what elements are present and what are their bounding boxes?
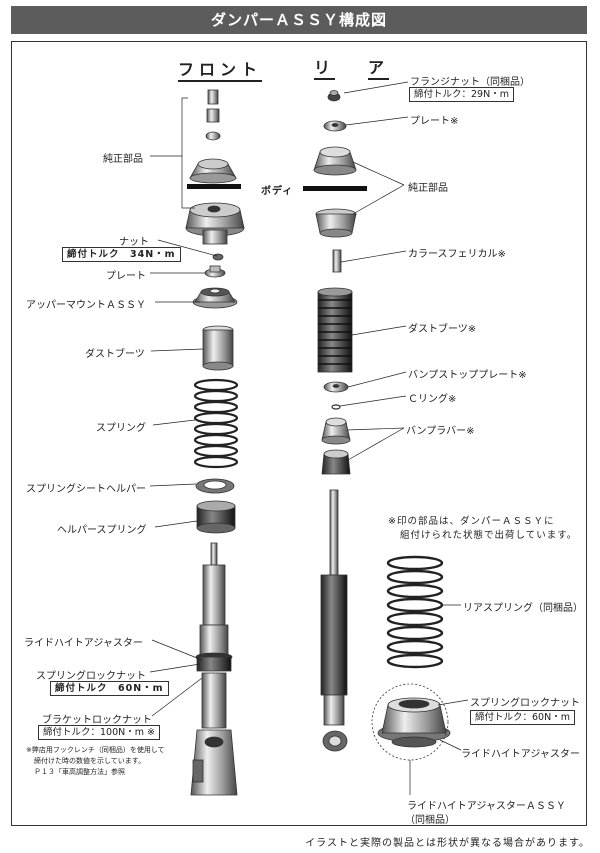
front-spring-lock-nut-label: スプリングロックナット [36, 671, 146, 682]
front-small-note-1: ※弊店用フックレンチ（同梱品）を使用して [26, 746, 165, 754]
rear-c-ring-icon [331, 404, 341, 410]
front-spring-label: スプリング [96, 423, 146, 434]
front-damper-body-icon [190, 542, 238, 796]
rear-header-1: リ [314, 54, 336, 80]
front-spring-seat-helper-icon [195, 478, 235, 494]
rear-bump-rubber-icon [321, 417, 351, 475]
front-ride-height-adjuster-label: ライドハイトアジャスター [24, 638, 143, 649]
rear-genuine-upper-icon [313, 146, 357, 176]
rear-flange-torque: 締付トルク：29N・m [409, 87, 514, 102]
rear-dust-boot-label: ダストブーツ※ [408, 324, 477, 335]
rear-note-1: ※印の部品は、ダンパーＡＳＳＹに [388, 516, 555, 527]
diagram-frame [11, 41, 587, 826]
rear-bump-rubber-label: バンプラバー※ [406, 426, 475, 437]
front-genuine-washer-icon [205, 131, 221, 141]
front-nut-label: ナット [119, 237, 149, 248]
rear-ride-height-adjuster-label: ライドハイトアジャスター [461, 749, 580, 760]
front-genuine-parts-label: 純正部品 [103, 154, 143, 165]
front-bracket-lock-nut-label: ブラケットロックナット [42, 715, 152, 726]
rear-genuine-lower-icon [315, 208, 357, 238]
rear-flange-nut-icon [327, 90, 341, 102]
front-genuine-mount-icon [189, 158, 237, 184]
footer-disclaimer: イラストと実際の製品とは形状が異なる場合があります。 [305, 838, 590, 849]
front-header: フロント [178, 56, 263, 82]
front-helper-spring-icon [196, 500, 236, 534]
front-plate-label: プレート [106, 271, 146, 282]
front-genuine-collar-icon [206, 108, 220, 123]
front-upper-mount-label: アッパーマウントＡＳＳＹ [26, 300, 146, 311]
rear-stack [303, 90, 367, 752]
front-bracket-torque: 締付トルク：100N・m ※ [38, 725, 160, 740]
rear-bump-stop-plate-icon [323, 381, 349, 393]
rear-bump-stop-plate-label: バンプストッププレート※ [408, 370, 527, 381]
page-title: ダンパーＡＳＳＹ構成図 [11, 6, 587, 34]
leader-lines [149, 81, 469, 795]
rear-spring-lock-nut-label: スプリングロックナット [470, 698, 580, 709]
rear-collar-icon [332, 249, 342, 273]
front-plate-icon [204, 265, 226, 278]
front-dust-boot-label: ダストブーツ [85, 349, 145, 360]
front-upper-mount-icon [192, 287, 238, 309]
front-helper-spring-label: ヘルパースプリング [57, 525, 147, 536]
rear-c-ring-label: Ｃリング※ [408, 394, 457, 405]
front-small-note-2: 締付けた時の数値を示しています。 [34, 757, 146, 765]
rear-spring-icon [386, 555, 444, 669]
front-spring-seat-helper-label: スプリングシートヘルパー [26, 484, 146, 495]
rear-collar-label: カラースフェリカル※ [408, 249, 506, 260]
rear-body-line [303, 186, 367, 191]
front-nut-icon [212, 253, 224, 261]
front-genuine-bolt-icon [207, 89, 219, 105]
rear-rha-assy-icon [371, 683, 451, 761]
rear-flange-nut-label: フランジナット（同梱品） [410, 77, 530, 88]
rear-genuine-parts-label: 純正部品 [408, 183, 448, 194]
front-spring-icon [193, 378, 239, 469]
front-genuine-upper-icon [185, 202, 245, 245]
rear-header-2: ア [368, 54, 390, 80]
rear-rha-assy-sub-label: （同梱品） [405, 815, 455, 826]
front-nut-torque: 締付トルク 34N・m [62, 247, 181, 262]
rear-plate-label: プレート※ [410, 116, 459, 127]
rear-plate-icon [323, 120, 347, 132]
front-stack [185, 89, 245, 796]
rear-damper-body-icon [320, 489, 348, 752]
front-body-line [187, 184, 241, 189]
body-label: ボディ [261, 186, 294, 197]
front-dust-boot-icon [202, 325, 234, 371]
rear-rha-assy-label: ライドハイトアジャスターＡＳＳＹ [407, 801, 566, 812]
rear-dust-boot-icon [317, 287, 353, 373]
front-small-note-3: Ｐ１３「車高調整方法」参照 [34, 768, 125, 776]
rear-spring-lock-torque: 締付トルク：60N・m [470, 710, 575, 725]
rear-note-2: 組付けられた状態で出荷しています。 [400, 530, 578, 541]
front-spring-lock-torque: 締付トルク 60N・m [50, 681, 169, 696]
rear-spring-label: リアスプリング（同梱品） [463, 603, 583, 614]
